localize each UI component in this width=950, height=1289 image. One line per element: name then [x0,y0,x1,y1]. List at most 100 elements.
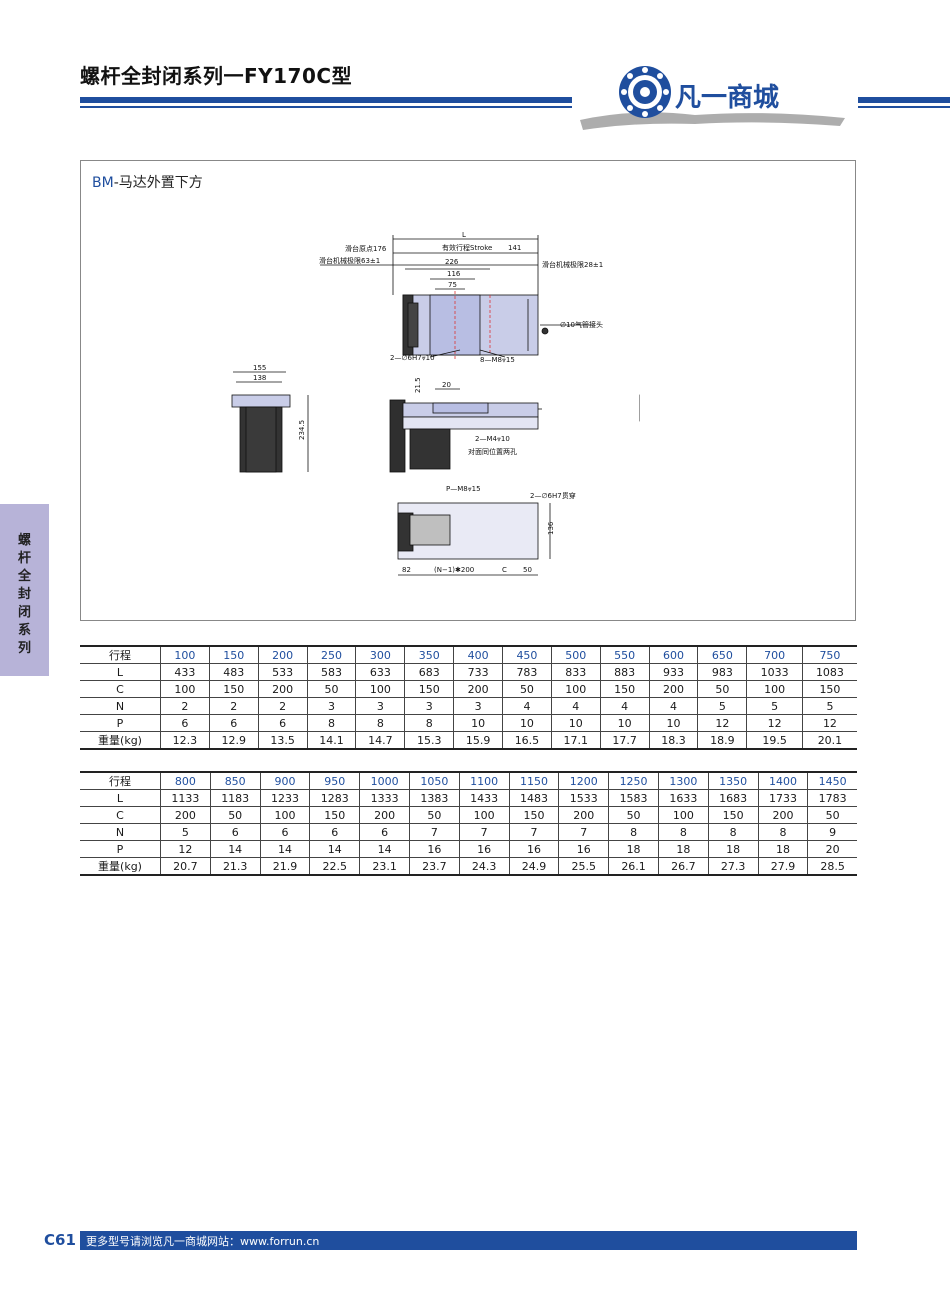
logo-text: 凡一商城 [675,82,779,113]
table-cell: 2 [208,697,259,715]
table-cell: 12 [697,714,748,732]
table-cell: 4 [599,697,650,715]
table-cell: 17.1 [550,731,601,750]
table-cell: 200 [257,645,308,664]
table-cell: 833 [550,663,601,681]
end-view-left [231,371,309,473]
table-cell: 13.5 [257,731,308,750]
table-cell: 20 [807,840,857,858]
page-number: C61 [44,1231,76,1249]
header-rule [80,97,572,103]
table-cell: 6 [209,823,261,841]
table-cell: 6 [309,823,361,841]
bottom-view [397,502,551,576]
table-cell: 25.5 [558,857,610,876]
table-cell: 100 [550,680,601,698]
table-cell: 6 [259,823,311,841]
table-cell: 1533 [558,789,610,807]
row-label: L [80,789,161,807]
table-cell: 550 [599,645,650,664]
table-cell: 100 [657,806,709,824]
table-cell: 100 [160,680,210,698]
table-cell: 1350 [707,771,759,790]
side-tab-char: 列 [17,641,31,656]
table-cell: 933 [648,663,699,681]
table-cell: 5 [746,697,803,715]
table-cell: 683 [404,663,455,681]
table-cell: 1000 [359,771,410,790]
table-cell: 783 [502,663,552,681]
table-cell: 1483 [508,789,560,807]
table-cell: 433 [160,663,210,681]
table-cell: 900 [259,771,311,790]
table-cell: 300 [355,645,406,664]
table-cell: 5 [801,697,857,715]
side-tab-label: 螺杆全封闭系列 [0,532,49,658]
table-cell: 950 [309,771,361,790]
table-cell: 8 [355,714,406,732]
table-cell: 50 [608,806,659,824]
table-cell: 6 [359,823,410,841]
table-cell: 483 [208,663,259,681]
side-tab-char: 全 [17,569,31,584]
table-cell: 850 [209,771,261,790]
table-cell: 500 [550,645,601,664]
table-cell: 1450 [807,771,857,790]
top-view [320,235,595,361]
table-cell: 6 [160,714,210,732]
label-50: 50 [523,566,532,574]
table-cell: 450 [502,645,552,664]
table-cell: 8 [707,823,759,841]
row-label: 重量(kg) [80,857,161,876]
table-cell: 10 [453,714,504,732]
table-cell: 150 [801,680,857,698]
table-cell: 200 [453,680,504,698]
table-cell: 14.1 [306,731,357,750]
table-cell: 14.7 [355,731,406,750]
table-cell: 3 [453,697,504,715]
table-cell: 4 [502,697,552,715]
table-cell: 27.3 [707,857,759,876]
side-tab-char: 螺 [17,533,31,548]
table-cell: 20.7 [160,857,211,876]
label-m8: 8—M8⩔15 [480,356,515,364]
table-cell: 1033 [746,663,803,681]
table-cell: 533 [257,663,308,681]
table-cell: 100 [458,806,510,824]
table-cell: 19.5 [746,731,803,750]
label-20: 20 [442,381,451,389]
label-82: 82 [402,566,411,574]
table-cell: 200 [757,806,809,824]
table-cell: 50 [209,806,261,824]
label-mech-limit-right: 滑台机械极限28±1 [542,260,603,269]
table-cell: 150 [309,806,361,824]
header-rule-right-thin [858,106,950,108]
side-tab-char: 系 [17,623,31,638]
table-cell: 100 [259,806,311,824]
table-cell: 983 [697,663,748,681]
table-cell: 50 [502,680,552,698]
row-label: 行程 [80,645,161,664]
section-title: BM-马达外置下方 [92,172,203,192]
table-cell: 18 [707,840,759,858]
footer-text: 更多型号请浏览凡一商城网站：www.forrun.cn [86,1235,320,1248]
table-cell: 1400 [757,771,809,790]
table-cell: 1283 [309,789,361,807]
table-cell: 750 [801,645,857,664]
table-cell: 3 [355,697,406,715]
table-cell: 18.9 [697,731,748,750]
table-cell: 1333 [359,789,410,807]
row-label: P [80,714,161,732]
table-cell: 7 [408,823,460,841]
table-cell: 18 [657,840,709,858]
label-75: 75 [448,281,457,289]
table-cell: 12 [746,714,803,732]
